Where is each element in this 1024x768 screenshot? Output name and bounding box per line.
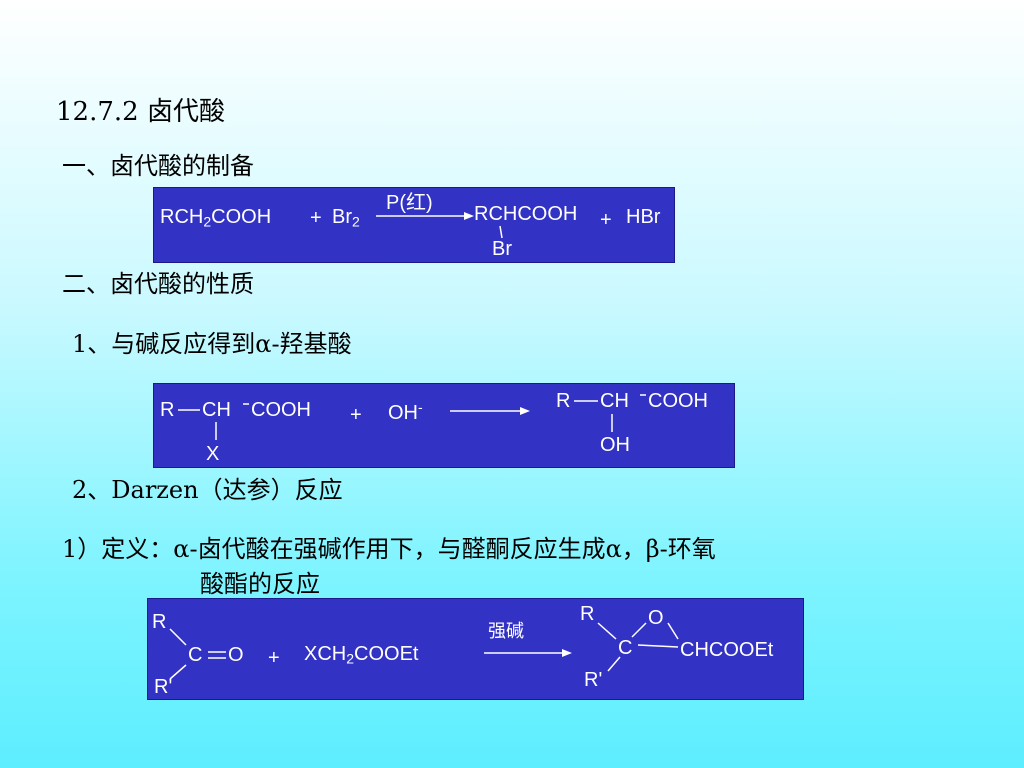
section-title: 12.7.2 卤代酸: [56, 97, 225, 127]
reagent-hydroxide: OH-: [388, 399, 423, 424]
reaction-hydrolysis-lines: [178, 394, 646, 440]
item-hydroxy-acid: 1、与碱反应得到α-羟基酸: [72, 330, 352, 358]
reaction-arrow-head: [464, 212, 474, 220]
condition-p-red: P(红): [386, 192, 433, 214]
carbonyl-carbon: C: [188, 644, 203, 666]
bond-c-o-epoxide: [631, 622, 647, 638]
product-br-substituent: Br: [492, 238, 512, 260]
group-x: X: [206, 443, 220, 465]
product-group-oh: OH: [600, 434, 630, 456]
group-cooh: COOH: [251, 399, 311, 421]
heading-preparation: 一、卤代酸的制备: [62, 152, 254, 180]
epoxide-carbon: C: [618, 637, 633, 659]
group-r-prime: R': [154, 676, 173, 698]
definition-line-1: 1）定义：α-卤代酸在强碱作用下，与醛酮反应生成α，β-环氧: [62, 535, 716, 563]
bond-c-ch-epoxide: [637, 644, 679, 648]
bond-rprime-c: [169, 664, 187, 680]
group-r: R: [152, 611, 167, 633]
group-r: R: [160, 399, 175, 421]
plus-sign: +: [350, 404, 362, 426]
plus-sign: +: [268, 647, 280, 669]
reaction-darzen-panel: R C O R' + XCH2COOEt 强碱 R O C CHCOOEt R': [147, 598, 804, 700]
reagent-haloester: XCH2COOEt: [304, 643, 419, 667]
bond-product-rprime-c: [607, 656, 621, 672]
product-group-r-prime: R': [584, 669, 603, 691]
reaction-preparation-lines: [376, 212, 503, 239]
byproduct-hbr: HBr: [626, 206, 661, 228]
reaction-preparation-panel: RCH2COOH + Br2 P(红) RCHCOOH Br + HBr: [153, 187, 675, 263]
reaction-hydrolysis-panel: R CH COOH X + OH- R CH COOH OH: [153, 383, 735, 468]
reaction-arrow-head: [562, 649, 572, 657]
bond-o-ch-epoxide: [667, 622, 679, 640]
condition-strong-base: 强碱: [488, 621, 524, 642]
product-group-r: R: [556, 390, 571, 412]
product-rchcooh: RCHCOOH: [474, 203, 578, 225]
product-group-ch: CH: [600, 390, 629, 412]
heading-properties: 二、卤代酸的性质: [62, 270, 254, 298]
reaction-arrow-head: [520, 407, 530, 415]
reagent-br2: Br2: [332, 206, 360, 230]
carbonyl-oxygen: O: [228, 644, 244, 666]
definition-line-2: 酸酯的反应: [200, 570, 320, 598]
bond-r-c: [169, 628, 187, 646]
product-chcooet: CHCOOEt: [680, 639, 774, 661]
bond-product-r-c: [597, 622, 617, 640]
group-ch: CH: [202, 399, 231, 421]
product-group-cooh: COOH: [648, 390, 708, 412]
plus-sign-2: +: [600, 209, 612, 231]
plus-sign-1: +: [310, 207, 322, 229]
reactant-rch2cooh: RCH2COOH: [160, 206, 272, 230]
reaction-darzen-lines: [169, 622, 679, 680]
item-darzen-reaction: 2、Darzen（达参）反应: [72, 476, 343, 504]
bond-ch-br: [499, 225, 503, 239]
product-group-r: R: [580, 603, 595, 625]
epoxide-oxygen: O: [648, 607, 664, 629]
